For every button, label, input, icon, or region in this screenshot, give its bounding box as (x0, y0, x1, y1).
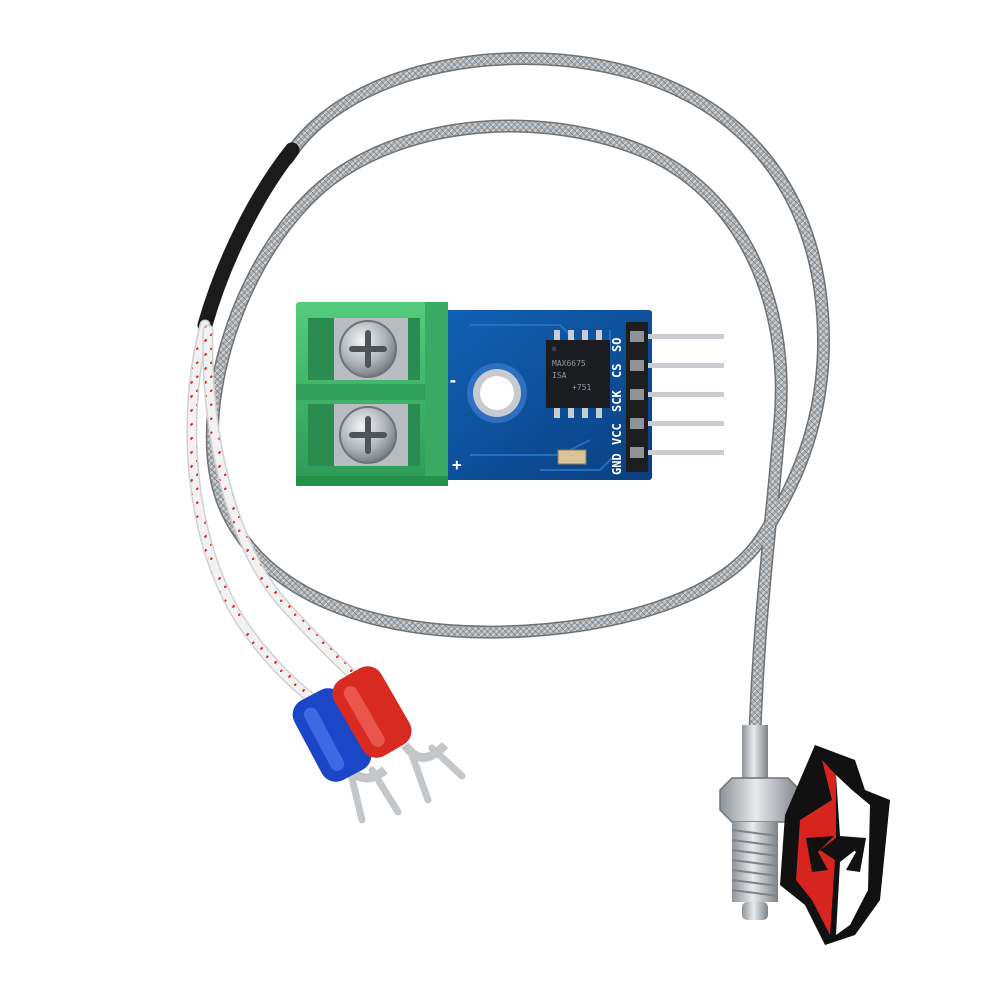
pin-labels: SO CS SCK VCC GND (610, 338, 624, 475)
chip-marking-line-2: ISA (552, 371, 567, 380)
pin-label-gnd: GND (610, 453, 624, 475)
chip-marking-line-1: MAX6675 (552, 359, 586, 368)
threaded-probe-fitting (719, 725, 801, 920)
chip-marking-line-3: +751 (572, 383, 591, 392)
max6675-chip: MAX6675 ISA +751 (546, 330, 610, 418)
terminal-label-plus: + (452, 455, 462, 474)
fork-terminal-red (332, 666, 466, 804)
terminal-screw-1 (334, 318, 408, 380)
pin-label-cs: CS (610, 364, 624, 378)
smd-capacitor (557, 449, 587, 465)
pin-label-sck: SCK (610, 390, 624, 412)
thermocouple-module: MAX6675 ISA +751 SO CS SCK VCC GND - + (296, 302, 724, 486)
terminal-label-minus: - (448, 371, 458, 390)
terminal-screw-2 (334, 404, 408, 466)
pin-label-so: SO (610, 338, 624, 352)
thermocouple-leads (186, 319, 361, 711)
spartan-helmet-icon (780, 745, 890, 945)
braided-cable (205, 51, 831, 737)
screw-terminal-block (296, 302, 448, 486)
pin-header (626, 322, 724, 472)
heat-shrink-sleeve (197, 142, 300, 333)
fork-terminal-blue (292, 688, 402, 824)
pin-label-vcc: VCC (610, 423, 624, 445)
